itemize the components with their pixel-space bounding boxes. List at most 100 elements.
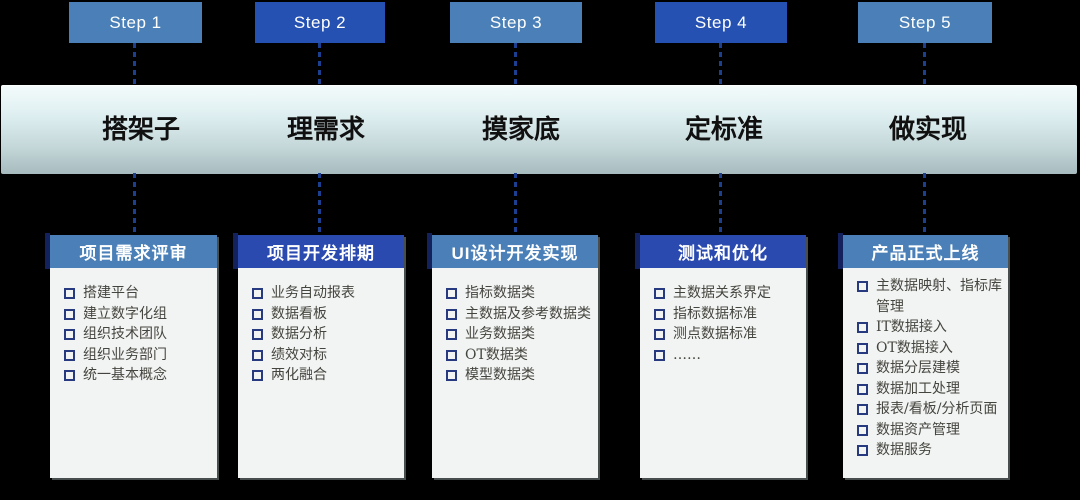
step-detail-card: 项目开发排期 业务自动报表 数据看板 数据分析 绩效对标 两化融合 bbox=[233, 233, 404, 478]
square-bullet-icon bbox=[252, 349, 263, 361]
connector-dashed-line bbox=[318, 173, 321, 235]
list-item: 组织业务部门 bbox=[64, 345, 211, 366]
step-detail-card: UI设计开发实现 指标数据类 主数据及参考数据类 业务数据类 OT数据类 模型数… bbox=[427, 233, 598, 478]
list-item-label: OT数据接入 bbox=[876, 339, 953, 356]
list-item: 指标数据类 bbox=[446, 283, 592, 304]
list-item: OT数据接入 bbox=[857, 338, 1002, 359]
square-bullet-icon bbox=[252, 308, 263, 320]
list-item: 模型数据类 bbox=[446, 365, 592, 386]
list-item: 数据加工处理 bbox=[857, 379, 1002, 400]
square-bullet-icon bbox=[857, 342, 868, 354]
connector-dashed-line bbox=[318, 43, 321, 85]
step-detail-card: 项目需求评审 搭建平台 建立数字化组 组织技术团队 组织业务部门 统一基本概念 bbox=[45, 233, 217, 478]
square-bullet-icon bbox=[64, 288, 75, 299]
list-item: 数据资产管理 bbox=[857, 420, 1002, 441]
step-badge: Step 1 bbox=[69, 2, 202, 43]
square-bullet-icon bbox=[446, 288, 457, 299]
phase-label: 做实现 bbox=[888, 114, 968, 144]
list-item-label: 主数据关系界定 bbox=[673, 285, 771, 301]
list-item-label: 搭建平台 bbox=[83, 285, 139, 301]
square-bullet-icon bbox=[252, 329, 263, 340]
card-title-fold bbox=[427, 233, 432, 269]
list-item-label: 主数据及参考数据类 bbox=[465, 305, 591, 322]
step-badge: Step 2 bbox=[255, 2, 385, 43]
square-bullet-icon bbox=[857, 445, 868, 456]
card-body: 搭建平台 建立数字化组 组织技术团队 组织业务部门 统一基本概念 bbox=[50, 268, 217, 392]
list-item-label: 绩效对标 bbox=[271, 346, 327, 363]
list-item: 统一基本概念 bbox=[64, 365, 211, 386]
list-item-label: 组织业务部门 bbox=[83, 346, 167, 363]
square-bullet-icon bbox=[857, 383, 868, 395]
square-bullet-icon bbox=[857, 322, 868, 333]
list-item-label: 主数据映射、指标库管理 bbox=[876, 278, 1002, 315]
step-badge: Step 5 bbox=[858, 2, 992, 43]
list-item-label: 数据资产管理 bbox=[876, 421, 960, 438]
list-item-label: 业务数据类 bbox=[465, 326, 535, 342]
square-bullet-icon bbox=[654, 308, 665, 320]
list-item-label: 指标数据类 bbox=[465, 285, 535, 301]
square-bullet-icon bbox=[64, 308, 75, 320]
card-title: 测试和优化 bbox=[635, 233, 806, 269]
list-item-label: 数据加工处理 bbox=[876, 380, 960, 397]
connector-dashed-line bbox=[719, 173, 722, 235]
list-item: 测点数据标准 bbox=[654, 324, 800, 345]
list-item: 指标数据标准 bbox=[654, 304, 800, 325]
card-body: 业务自动报表 数据看板 数据分析 绩效对标 两化融合 bbox=[238, 268, 404, 392]
phase-label: 搭架子 bbox=[101, 114, 181, 144]
square-bullet-icon bbox=[857, 363, 868, 374]
list-item-label: 数据服务 bbox=[876, 442, 932, 458]
connector-dashed-line bbox=[514, 43, 517, 85]
list-item-label: IT数据接入 bbox=[876, 319, 947, 335]
list-item: 搭建平台 bbox=[64, 283, 211, 304]
card-title-fold bbox=[233, 233, 238, 269]
square-bullet-icon bbox=[857, 404, 868, 415]
connector-dashed-line bbox=[133, 173, 136, 235]
list-item-label: 建立数字化组 bbox=[83, 305, 167, 322]
phase-label: 定标准 bbox=[684, 114, 764, 144]
list-item-label: 测点数据标准 bbox=[673, 326, 757, 342]
step-detail-card: 测试和优化 主数据关系界定 指标数据标准 测点数据标准 …… bbox=[635, 233, 806, 478]
card-body: 主数据映射、指标库管理 IT数据接入 OT数据接入 数据分层建模 数据加工处理 … bbox=[843, 268, 1008, 467]
list-item: 主数据映射、指标库管理 bbox=[857, 276, 1002, 317]
list-item: …… bbox=[654, 345, 800, 366]
step-detail-card: 产品正式上线 主数据映射、指标库管理 IT数据接入 OT数据接入 数据分层建模 … bbox=[838, 233, 1008, 478]
list-item-label: 模型数据类 bbox=[465, 367, 535, 383]
list-item-label: 指标数据标准 bbox=[673, 305, 757, 322]
step-badge: Step 4 bbox=[655, 2, 787, 43]
square-bullet-icon bbox=[654, 288, 665, 299]
list-item: 数据分析 bbox=[252, 324, 398, 345]
list-item-label: 两化融合 bbox=[271, 367, 327, 383]
phase-label: 摸家底 bbox=[481, 114, 561, 144]
list-item-label: 数据分层建模 bbox=[876, 360, 960, 376]
list-item-label: 统一基本概念 bbox=[83, 367, 167, 383]
list-item: 报表/看板/分析页面 bbox=[857, 399, 1002, 420]
connector-dashed-line bbox=[133, 43, 136, 85]
list-item-label: 业务自动报表 bbox=[271, 285, 355, 301]
square-bullet-icon bbox=[252, 288, 263, 299]
list-item-label: OT数据类 bbox=[465, 346, 528, 363]
list-item-label: 组织技术团队 bbox=[83, 326, 167, 342]
list-item: 数据看板 bbox=[252, 304, 398, 325]
list-item-label: 报表/看板/分析页面 bbox=[876, 401, 998, 417]
connector-dashed-line bbox=[719, 43, 722, 85]
card-title-fold bbox=[838, 233, 843, 269]
list-item: OT数据类 bbox=[446, 345, 592, 366]
connector-dashed-line bbox=[514, 173, 517, 235]
list-item-label: 数据分析 bbox=[271, 326, 327, 342]
square-bullet-icon bbox=[857, 281, 868, 292]
card-title: 项目开发排期 bbox=[233, 233, 404, 269]
list-item-label: 数据看板 bbox=[271, 305, 327, 322]
square-bullet-icon bbox=[446, 329, 457, 340]
list-item: 数据分层建模 bbox=[857, 358, 1002, 379]
card-title-fold bbox=[635, 233, 640, 269]
card-title: UI设计开发实现 bbox=[427, 233, 598, 269]
list-item: 组织技术团队 bbox=[64, 324, 211, 345]
list-item: 业务数据类 bbox=[446, 324, 592, 345]
card-body: 指标数据类 主数据及参考数据类 业务数据类 OT数据类 模型数据类 bbox=[432, 268, 598, 392]
square-bullet-icon bbox=[64, 370, 75, 381]
phase-label: 理需求 bbox=[286, 114, 366, 144]
list-item-label: …… bbox=[673, 346, 701, 363]
connector-dashed-line bbox=[923, 43, 926, 85]
square-bullet-icon bbox=[64, 329, 75, 340]
